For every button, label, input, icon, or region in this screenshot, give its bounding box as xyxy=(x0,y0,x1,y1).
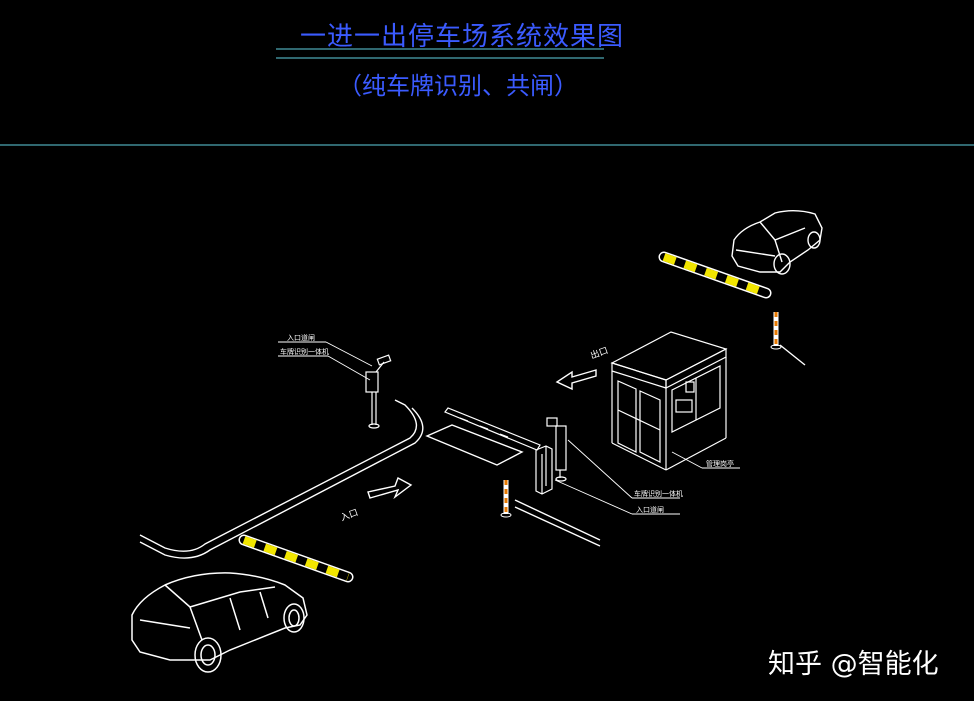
gate-cabinet xyxy=(535,445,553,495)
barrier-arm-bottom xyxy=(238,534,354,583)
curb-lines xyxy=(139,344,806,559)
entry-arrow xyxy=(367,477,413,500)
ground-pad xyxy=(425,424,524,466)
label-entry-barrier: 入口道闸 xyxy=(287,334,315,342)
gate-barrier-arm xyxy=(444,407,541,451)
label-entry-barrier-right: 入口道闸 xyxy=(636,506,664,514)
page-title: 一进一出停车场系统效果图 xyxy=(300,22,625,52)
leader-lines xyxy=(278,341,740,515)
bollard-right xyxy=(770,312,782,350)
label-plate-camera-left: 车牌识别一体机 xyxy=(280,348,329,356)
watermark: 知乎 @智能化 xyxy=(768,649,939,680)
label-plate-camera-right: 车牌识别一体机 xyxy=(634,490,683,498)
label-booth: 管理岗亭 xyxy=(706,460,734,468)
barrier-arm-top xyxy=(658,251,772,299)
car-bottom xyxy=(131,572,308,673)
guard-booth xyxy=(610,331,728,471)
exit-arrow xyxy=(555,369,597,391)
page-subtitle: （纯车牌识别、共闸） xyxy=(338,72,578,100)
car-top xyxy=(731,210,823,275)
bollard-left xyxy=(500,480,512,518)
entry-camera-right xyxy=(546,417,567,482)
entry-camera-left xyxy=(365,354,392,429)
